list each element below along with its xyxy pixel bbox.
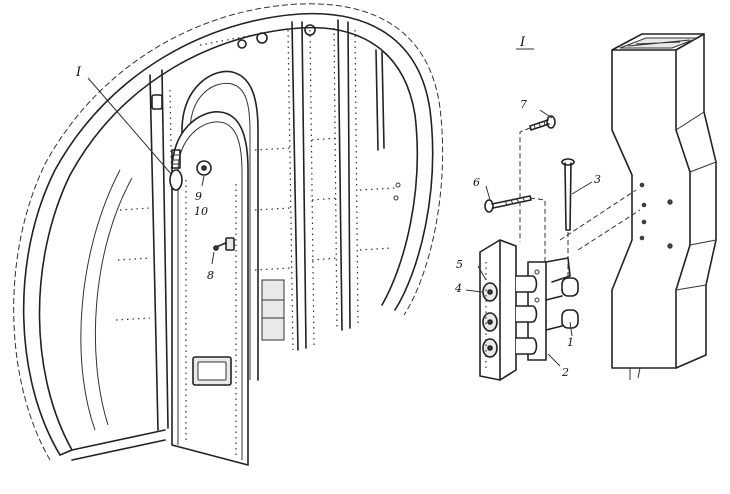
callout-9: 9 <box>195 190 202 203</box>
callout-6: 6 <box>473 176 480 189</box>
door-lock-rosette <box>196 160 212 176</box>
door-leaf <box>171 111 249 466</box>
callout-8: 8 <box>207 269 214 282</box>
bolt-long <box>484 195 532 213</box>
door-post-profile <box>611 33 717 380</box>
detail-title: I <box>519 35 526 50</box>
rivet-lines <box>115 27 396 426</box>
hinge-fitting <box>169 149 183 191</box>
assembly-axes <box>519 127 641 278</box>
callout-7: 7 <box>520 98 527 111</box>
callout-1: 1 <box>567 336 574 349</box>
callout-4: 4 <box>454 282 462 295</box>
callout-5: 5 <box>456 258 463 271</box>
door-handle <box>213 237 235 251</box>
lightening-holes <box>151 24 401 201</box>
bulkhead-frame <box>13 3 444 461</box>
hinge-pin <box>561 158 575 231</box>
hinge-knuckle-plate <box>479 239 538 381</box>
callout-3: 3 <box>594 173 601 186</box>
door-opening <box>181 70 285 431</box>
callout-leaders-right <box>465 109 593 367</box>
bolt-short <box>529 115 556 131</box>
vertical-stiffeners <box>149 19 385 431</box>
callout-10: 10 <box>194 205 208 218</box>
callout-2: 2 <box>561 366 569 379</box>
callout-detail-ref: I <box>75 65 82 80</box>
callout-leaders-left <box>87 77 215 265</box>
